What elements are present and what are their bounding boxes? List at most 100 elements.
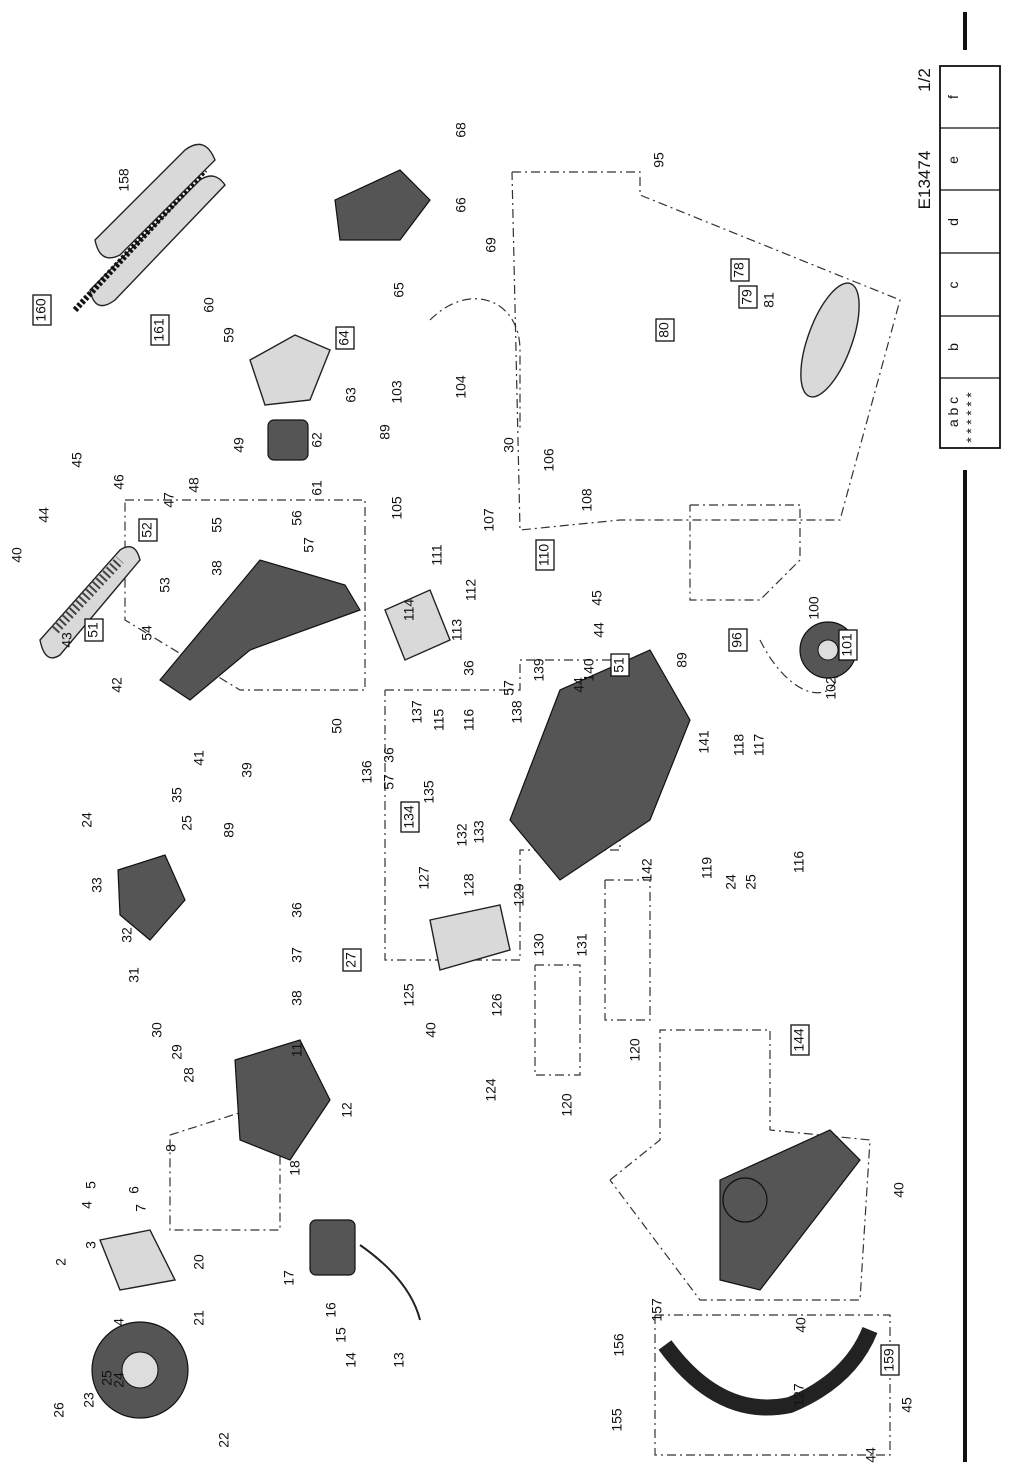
part-number: 135 <box>421 780 437 804</box>
part-number: 69 <box>483 237 499 253</box>
ignition-coil-17 <box>309 1219 421 1321</box>
part-label-n139: 139 <box>531 658 547 682</box>
top-cover-66 <box>334 169 431 241</box>
part-number: 30 <box>501 437 517 453</box>
part-number: 133 <box>471 820 487 844</box>
part-label-n59: 59 <box>221 327 237 343</box>
part-label-n4a: 4 <box>79 1201 95 1209</box>
part-label-n137: 137 <box>409 700 425 724</box>
part-label-n68: 68 <box>453 122 469 138</box>
part-number: 59 <box>221 327 237 343</box>
part-label-n15: 15 <box>333 1327 349 1343</box>
part-label-n45c: 45 <box>899 1397 915 1413</box>
part-number: 95 <box>651 152 667 168</box>
part-label-n128: 128 <box>461 873 477 897</box>
part-label-n24c: 24 <box>723 874 739 890</box>
part-number: 80 <box>656 322 672 338</box>
part-number: 53 <box>157 577 173 593</box>
part-number: 111 <box>429 544 445 565</box>
part-label-n69: 69 <box>483 237 499 253</box>
revision-mark: * <box>963 410 979 416</box>
part-number: 161 <box>151 318 167 342</box>
part-label-n51b: 51 <box>610 653 630 677</box>
revision-col-3: c <box>945 282 961 289</box>
part-label-n24b: 24 <box>79 812 95 828</box>
part-label-n79: 79 <box>738 285 758 309</box>
part-number: 6 <box>126 1186 142 1194</box>
part-label-n29: 29 <box>169 1044 185 1060</box>
part-label-n161: 161 <box>150 314 170 346</box>
part-number: 112 <box>463 579 479 602</box>
part-label-n50: 50 <box>329 718 345 734</box>
cylinder-11 <box>234 1039 331 1161</box>
part-number: 4 <box>79 1201 95 1209</box>
part-number-box <box>790 1024 810 1056</box>
chain-cover-158 <box>94 143 216 259</box>
part-number: 68 <box>453 122 469 138</box>
revision-col-5: e <box>945 156 961 164</box>
part-number: 66 <box>453 197 469 213</box>
part-number: 159 <box>881 1348 897 1372</box>
part-number: 103 <box>389 380 405 404</box>
part-number-box <box>838 629 858 661</box>
part-label-n3: 3 <box>83 1241 99 1249</box>
part-label-n35: 35 <box>169 787 185 803</box>
part-number: 29 <box>169 1044 185 1060</box>
part-number: 8 <box>163 1144 179 1152</box>
part-number: 114 <box>401 599 417 622</box>
part-label-n130: 130 <box>531 933 547 957</box>
part-number: 110 <box>536 544 552 567</box>
part-label-n126: 126 <box>489 993 505 1017</box>
revision-mark: * <box>963 437 979 443</box>
part-label-n66: 66 <box>453 197 469 213</box>
part-label-n115: 115 <box>431 709 447 732</box>
part-label-n108: 108 <box>579 488 595 512</box>
part-number: 37 <box>289 947 305 963</box>
part-number: 24 <box>79 812 95 828</box>
part-number-box <box>335 326 355 350</box>
part-number-box <box>610 653 630 677</box>
part-number: 22 <box>216 1432 232 1448</box>
part-label-n55: 55 <box>209 517 225 533</box>
part-number: 44 <box>36 507 52 523</box>
part-number: 118 <box>731 734 747 757</box>
part-number: 158 <box>116 168 132 192</box>
part-number: 30 <box>149 1022 165 1038</box>
part-label-n12: 12 <box>339 1102 355 1118</box>
part-number: 134 <box>401 805 417 829</box>
part-number: 44 <box>863 1447 879 1463</box>
part-number: 48 <box>186 477 202 493</box>
part-number: 36 <box>381 747 397 763</box>
part-number-box <box>84 618 104 642</box>
part-number: 64 <box>336 330 352 346</box>
part-number: 107 <box>481 508 497 532</box>
part-number: 79 <box>739 289 755 305</box>
part-label-n40a: 40 <box>9 547 25 563</box>
part-number: 57 <box>501 680 517 696</box>
revision-mark: * <box>963 401 979 407</box>
muffler-33 <box>117 854 186 941</box>
part-label-n89c: 89 <box>674 652 690 668</box>
part-label-n120b: 120 <box>627 1038 643 1062</box>
part-number: 57 <box>301 537 317 553</box>
part-label-n13: 13 <box>391 1352 407 1368</box>
part-number: 25 <box>179 815 195 831</box>
part-label-n17: 17 <box>281 1270 297 1286</box>
part-label-n127a: 127 <box>416 866 432 890</box>
part-number: 14 <box>343 1352 359 1368</box>
group-outline-50 <box>124 499 366 691</box>
part-number-box <box>342 948 362 972</box>
chain-brake-band-69 <box>800 282 860 398</box>
part-label-n105: 105 <box>389 496 405 520</box>
part-label-n118: 118 <box>731 734 747 757</box>
part-label-n26: 26 <box>51 1402 67 1418</box>
part-number: 46 <box>111 474 127 490</box>
part-label-n43: 43 <box>59 632 75 648</box>
part-number: 130 <box>531 933 547 957</box>
part-label-n106: 106 <box>541 448 557 472</box>
part-number: 96 <box>729 632 745 648</box>
revision-col-1: a b c <box>945 397 961 427</box>
part-label-n134: 134 <box>400 801 420 833</box>
part-label-n112: 112 <box>463 579 479 602</box>
part-label-n120a: 120 <box>559 1093 575 1117</box>
